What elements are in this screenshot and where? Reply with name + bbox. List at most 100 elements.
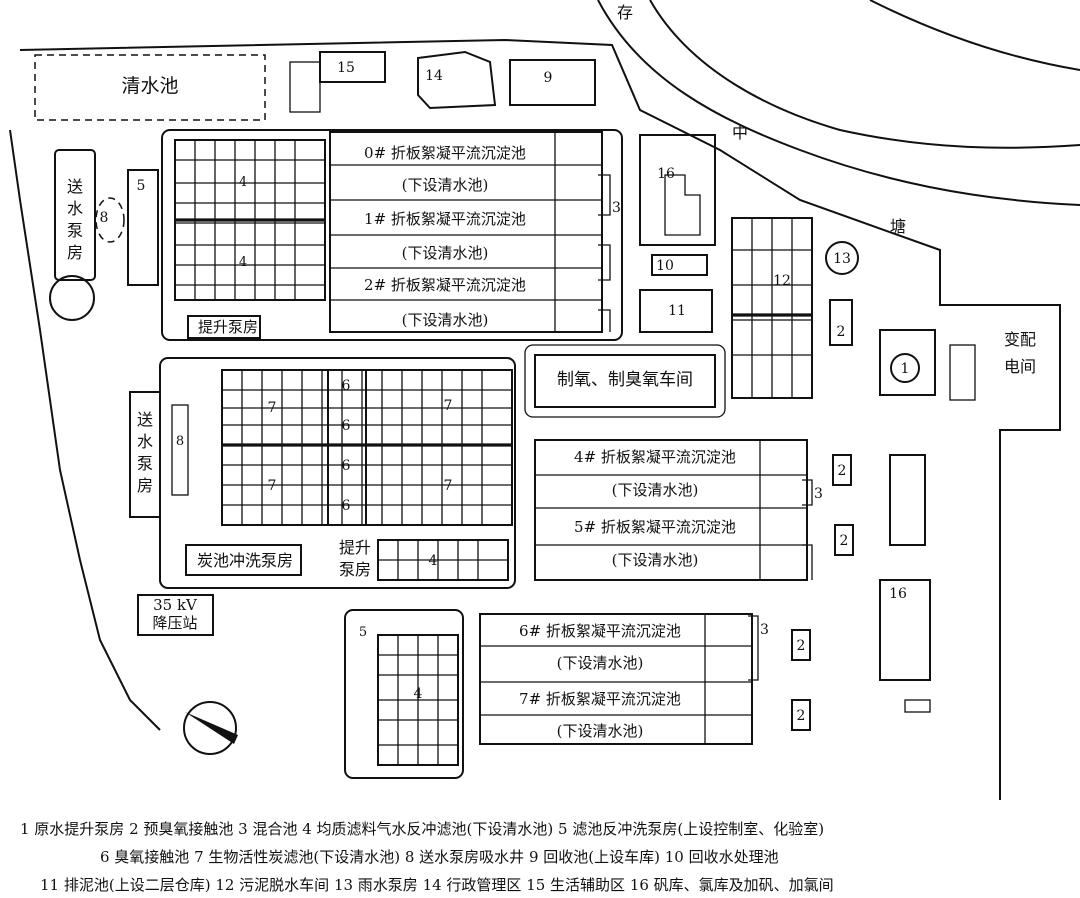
filter-grid-south (377, 634, 459, 766)
filter-grid-north (174, 139, 326, 301)
legend-line-3: 11 排泥池(上设二层仓库) 12 污泥脱水车间 13 雨水泵房 14 行政管理… (40, 876, 834, 894)
label-pool-5: 5# 折板絮凝平流沉淀池 (574, 518, 736, 536)
label-8-b: 8 (176, 434, 184, 449)
legend-line-1: 1 原水提升泵房 2 预臭氧接触池 3 混合池 4 均质滤料气水反冲滤池(下设清… (20, 820, 825, 838)
pump-house-a (49, 149, 159, 321)
north-arrow (183, 701, 238, 755)
label-road-2: 中 (732, 123, 748, 142)
building-12 (731, 217, 813, 399)
building-13 (825, 241, 859, 275)
site-plan-drawing: 清水池 15 14 9 5 8 4 4 3 16 10 11 12 13 2 1… (9, 0, 1080, 800)
label-16-a: 16 (657, 166, 675, 182)
label-pool-6-sub: (下设清水池) (557, 654, 644, 672)
building-10 (651, 254, 708, 276)
label-13: 13 (833, 251, 851, 267)
label-7-a: 7 (268, 400, 277, 416)
label-4-c: 4 (429, 553, 438, 569)
label-pool-2-sub: (下设清水池) (402, 311, 489, 329)
label-road-1: 存 (617, 3, 633, 22)
river-curve (869, 0, 1080, 71)
road-block-south (344, 609, 464, 779)
pre-ozone-tank-a (829, 299, 853, 346)
label-lift-pump-2a: 提升 (339, 538, 371, 557)
label-pool-6: 6# 折板絮凝平流沉淀池 (519, 622, 681, 640)
label-9: 9 (544, 70, 553, 86)
label-pump-b-4: 房 (137, 476, 153, 495)
label-pool-7-sub: (下设清水池) (557, 722, 644, 740)
label-oxygen-workshop: 制氧、制臭氧车间 (557, 370, 693, 390)
building-14 (417, 50, 497, 110)
label-6-b: 6 (342, 418, 351, 434)
label-lift-pump-room-1: 提升泵房 (198, 318, 258, 336)
label-substation-room-1: 变配 (1004, 330, 1036, 349)
label-pump-a-3: 泵 (67, 221, 83, 240)
road-block-north (161, 129, 623, 341)
label-2-d: 2 (797, 638, 806, 654)
label-3-a: 3 (612, 200, 621, 216)
label-road-3: 塘 (890, 217, 906, 236)
label-4-d: 4 (414, 686, 423, 702)
label-pool-4: 4# 折板絮凝平流沉淀池 (574, 448, 736, 466)
filter-grid-middle (377, 539, 509, 581)
building-16-south (879, 579, 931, 681)
sedimentation-pools-east (534, 439, 813, 581)
oxygen-workshop (534, 354, 716, 408)
label-5: 5 (137, 178, 146, 194)
label-2-a: 2 (837, 324, 846, 340)
label-14: 14 (425, 68, 443, 84)
building-right-east (889, 454, 926, 546)
pre-ozone-tank-d (791, 629, 811, 661)
label-pump-b-1: 送 (137, 410, 153, 429)
label-pump-b-2: 水 (137, 432, 153, 451)
label-4-b: 4 (239, 255, 247, 270)
label-pool-7: 7# 折板絮凝平流沉淀池 (519, 690, 681, 708)
label-lift-pump-2b: 泵房 (339, 560, 371, 579)
label-4-a: 4 (239, 175, 247, 190)
label-15: 15 (337, 60, 355, 76)
sedimentation-pools-south (479, 613, 759, 745)
road-curve-inner (649, 0, 1080, 149)
label-pool-4-sub: (下设清水池) (612, 481, 699, 499)
label-12: 12 (773, 273, 791, 289)
clear-water-pool (34, 54, 266, 121)
pump-house-b (129, 391, 161, 518)
building-9 (509, 59, 596, 106)
label-pool-5-sub: (下设清水池) (612, 551, 699, 569)
label-pool-0-sub: (下设清水池) (402, 176, 489, 194)
label-6-c: 6 (342, 458, 351, 474)
label-2-b: 2 (838, 463, 847, 479)
pre-ozone-tank-e (791, 699, 811, 731)
label-7-d: 7 (444, 478, 453, 494)
label-pump-a-2: 水 (67, 199, 83, 218)
label-35kv: 35 kV (153, 596, 198, 614)
label-pool-0: 0# 折板絮凝平流沉淀池 (364, 144, 526, 162)
label-11: 11 (668, 303, 686, 319)
label-pump-a-4: 房 (67, 243, 83, 262)
label-2-e: 2 (797, 708, 806, 724)
label-1: 1 (901, 361, 910, 377)
label-7-b: 7 (444, 398, 453, 414)
label-6-d: 6 (342, 498, 351, 514)
label-8-a: 8 (100, 210, 109, 226)
label-3-c: 3 (760, 622, 769, 638)
label-6-a: 6 (342, 378, 351, 394)
ozone-filter-grid (221, 369, 513, 526)
label-pump-a-1: 送 (67, 177, 83, 196)
lift-pump-room-north (187, 315, 261, 339)
label-7-c: 7 (268, 478, 277, 494)
pre-ozone-tank-c (834, 524, 854, 556)
sedimentation-pools-north (329, 131, 611, 333)
label-pool-2: 2# 折板絮凝平流沉淀池 (364, 276, 526, 294)
label-16-b: 16 (889, 586, 907, 602)
building-11 (639, 289, 713, 333)
label-2-c: 2 (840, 533, 849, 549)
label-pump-b-3: 泵 (137, 454, 153, 473)
carbon-pump-room (185, 544, 302, 576)
road-curve-outer (597, 0, 1080, 206)
substation (137, 594, 214, 636)
legend-line-2: 6 臭氧接触池 7 生物活性炭滤池(下设清水池) 8 送水泵房吸水井 9 回收池… (100, 848, 779, 866)
label-substation-room-2: 电间 (1004, 357, 1036, 376)
label-5-b: 5 (359, 625, 367, 640)
label-substation: 降压站 (152, 614, 197, 632)
